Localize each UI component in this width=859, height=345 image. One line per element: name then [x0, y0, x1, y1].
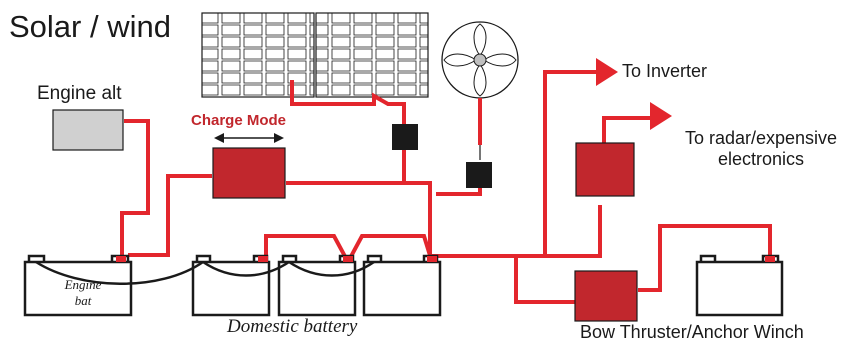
wind-controller	[466, 162, 492, 188]
red-wiring	[120, 70, 772, 304]
thruster-feed-wire	[514, 256, 576, 304]
wind-blade-bottom	[473, 63, 487, 97]
bus-wire	[286, 181, 432, 262]
negative-wiring	[35, 260, 375, 285]
battery-terminals	[116, 256, 775, 262]
neg-domestic-2-3	[288, 260, 375, 277]
engine-bat-label-line2: bat	[74, 292, 92, 308]
engine-alt-label: Engine alt	[37, 83, 122, 104]
engine-bat-label-line1: Engine	[64, 277, 102, 292]
neg-engine-domestic	[35, 260, 204, 285]
radar-up-wire	[602, 116, 654, 143]
diagram-title: Solar / wind	[9, 9, 171, 44]
charge-mode-arrow-icon	[214, 133, 284, 143]
domestic-battery-3	[362, 254, 442, 317]
neg-domestic-1-2	[202, 260, 290, 277]
solar-controller	[392, 124, 418, 150]
wind-controller-wire	[436, 188, 482, 196]
charger-unit	[212, 147, 286, 199]
wind-blade-right	[483, 53, 517, 67]
engine-battery	[23, 254, 133, 317]
bow-thruster-label: Bow Thruster/Anchor Winch	[580, 322, 804, 342]
arrow-heads	[596, 58, 672, 130]
wind-blade-top	[473, 23, 487, 57]
main-feed-wire	[430, 70, 600, 258]
domestic-battery-2	[277, 254, 357, 317]
inverter-arrow-icon	[596, 58, 618, 86]
solar-panel-left	[201, 12, 315, 98]
wind-hub	[473, 53, 487, 67]
alternator-wire	[120, 119, 150, 262]
batteries	[23, 254, 784, 317]
thruster-battery	[695, 254, 784, 317]
to-radar-label-line1: To radar/expensive	[684, 128, 838, 148]
engine-bat-label: Engine bat	[60, 277, 106, 308]
solar-wire	[290, 80, 406, 126]
thruster-out-wire	[638, 224, 772, 292]
radar-arrow-icon	[650, 102, 672, 130]
domestic-battery-label: Domestic battery	[227, 316, 358, 337]
wind-blade-left	[443, 53, 477, 67]
wind-generator	[441, 21, 519, 160]
radar-isolator	[575, 142, 635, 197]
charge-mode-label: Charge Mode	[191, 112, 287, 129]
to-inverter-label: To Inverter	[622, 61, 708, 81]
engine-alternator	[52, 109, 124, 151]
components	[52, 109, 638, 322]
radar-feed-wire	[545, 205, 602, 258]
solar-panels	[201, 12, 429, 98]
bow-thruster-isolator	[574, 270, 638, 322]
to-radar-label-line2: electronics	[717, 148, 805, 169]
to-radar-label: To radar/expensive electronics	[666, 128, 856, 169]
domestic-battery-1	[191, 254, 271, 317]
charger-left-wire	[128, 174, 212, 257]
solar-panel-right	[315, 12, 429, 98]
